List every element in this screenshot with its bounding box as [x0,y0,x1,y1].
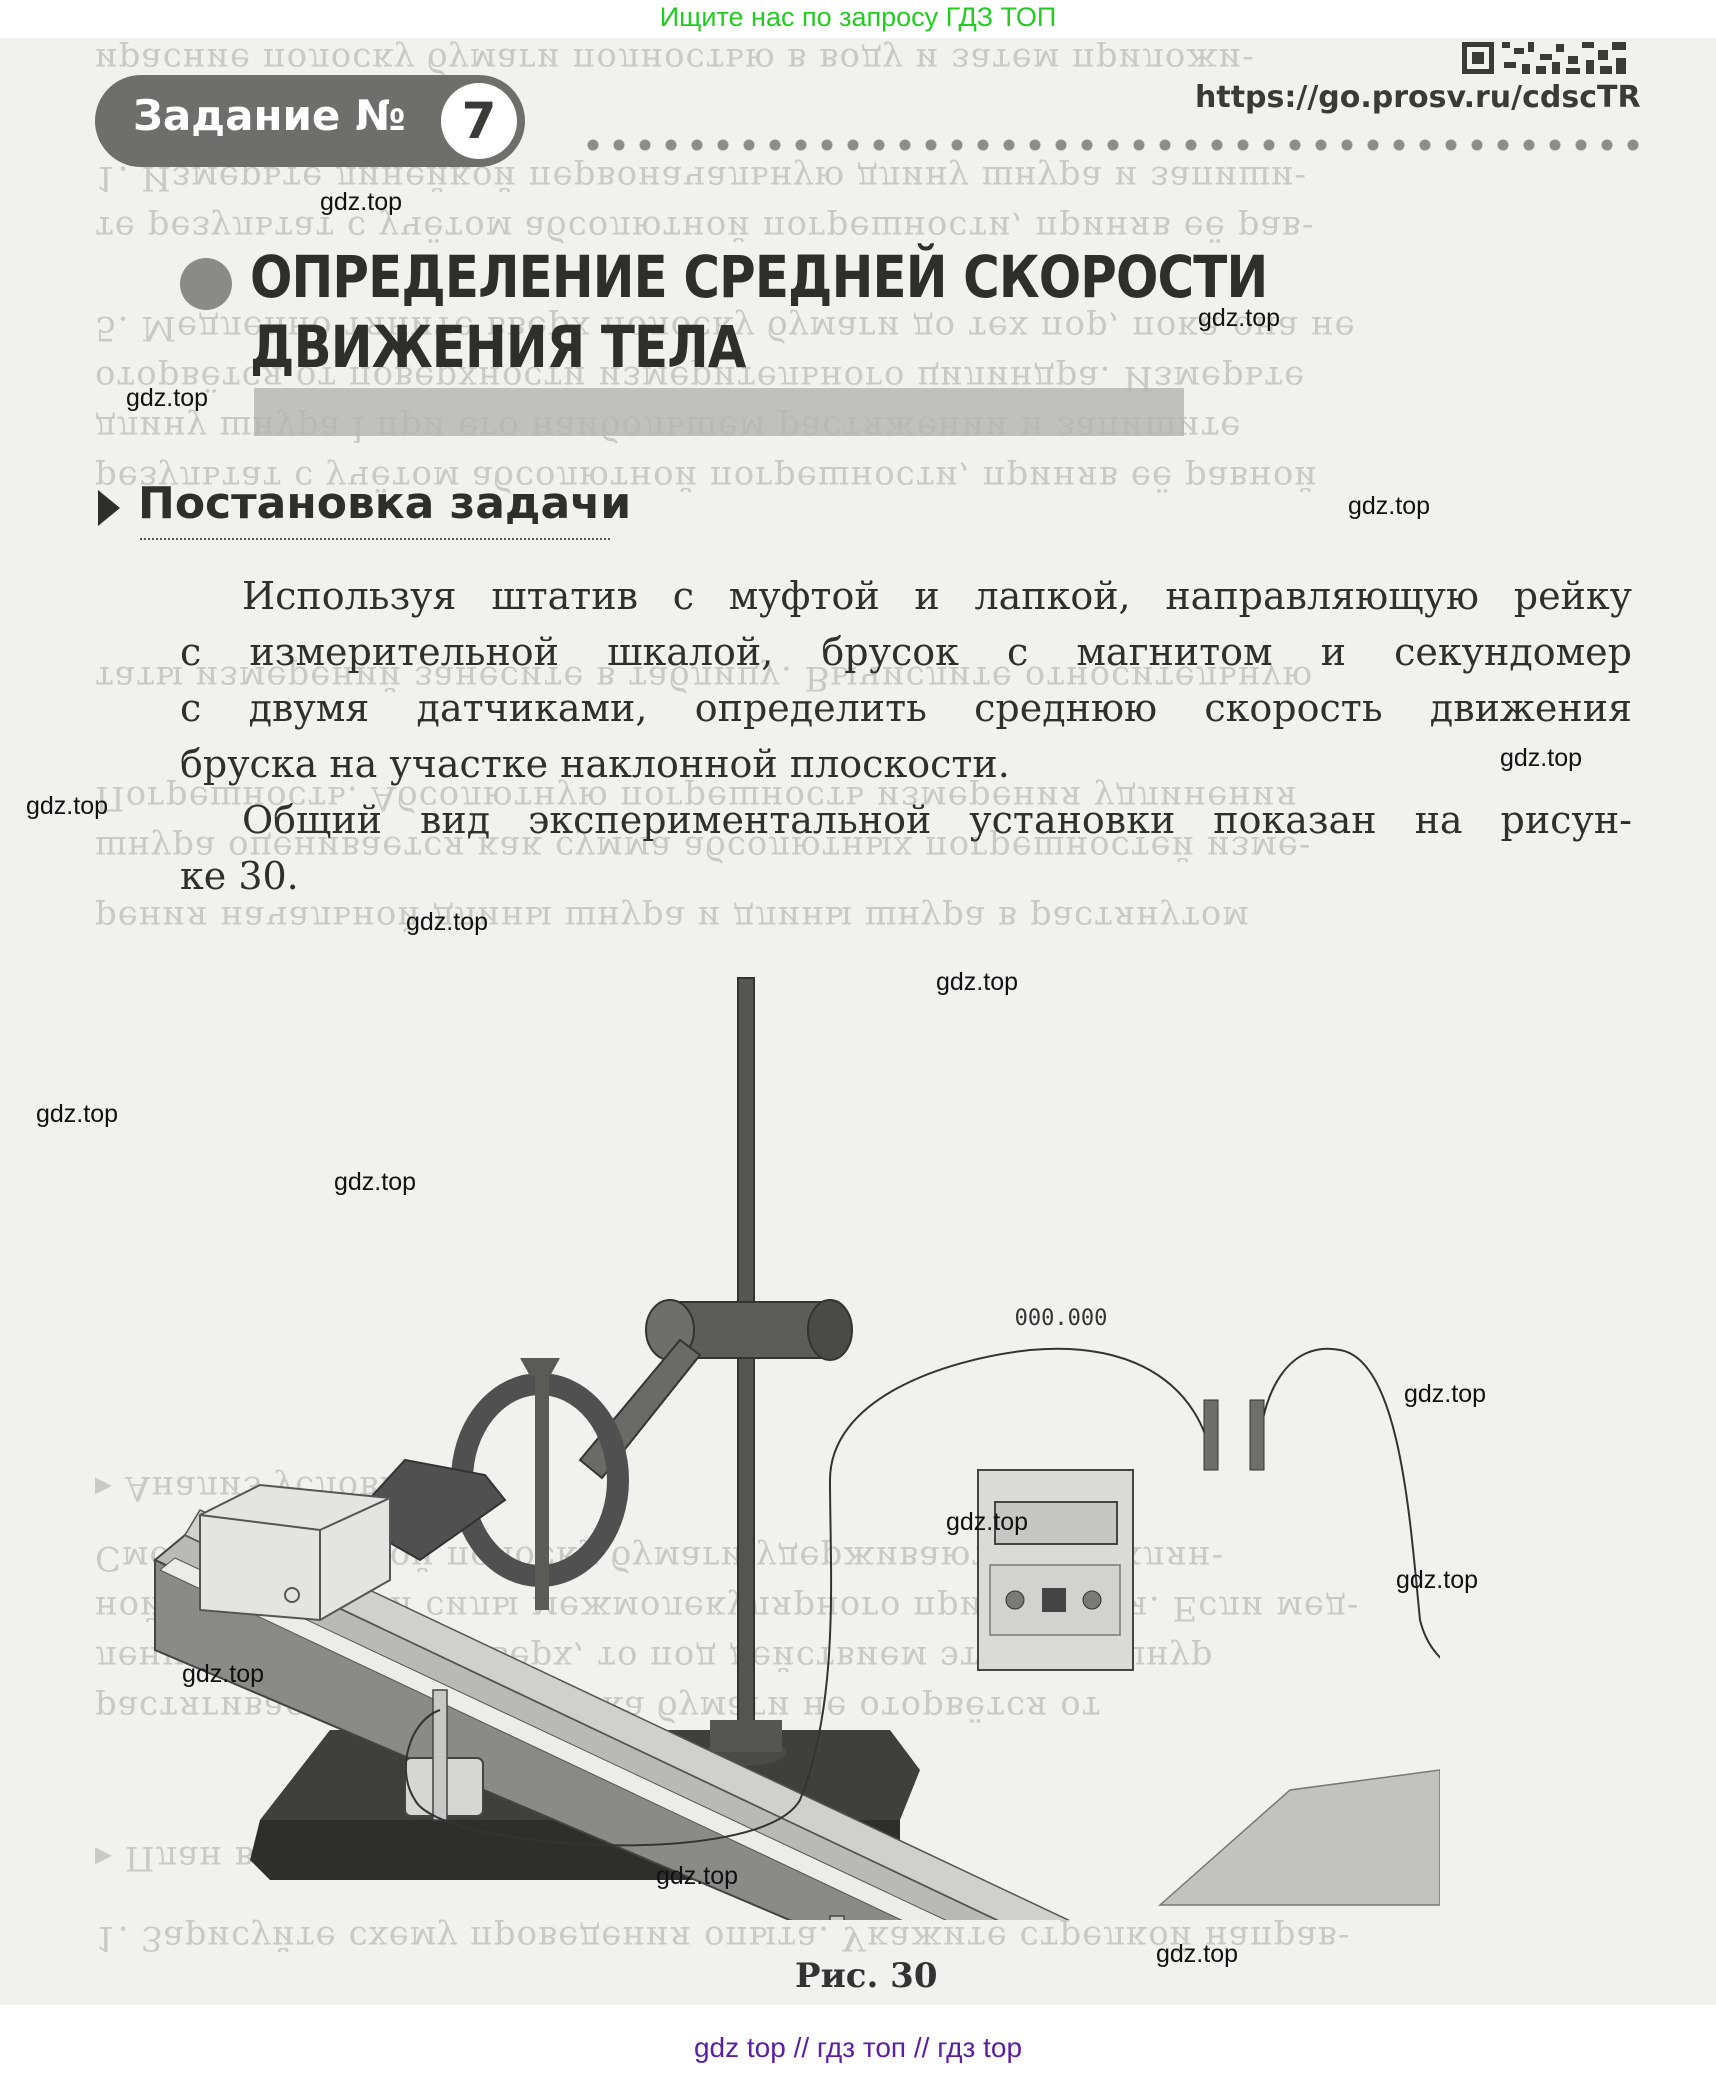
page-title-line-2: ДВИЖЕНИЯ ТЕЛА [250,313,746,381]
heading-shadow-bar [254,388,1184,436]
watermark: gdz.top [320,188,403,216]
watermark: gdz.top [1348,492,1431,520]
paragraph-line: Используя штатив с муфтой и лапкой, напр… [242,574,1632,618]
stand-rod [737,977,755,1759]
task-label: Задание № [133,91,406,140]
resource-link[interactable]: https://go.prosv.ru/cdscTR [1195,80,1641,115]
sensor-cable-1 [405,1347,1213,1847]
figure-caption: Рис. 30 [795,1956,938,1996]
paragraph-line: с двумя датчиками, определить среднюю ск… [180,686,1632,730]
guide-rail-top [153,1533,1000,1920]
paragraph-line: бруска на участке наклонной плоскости. [180,742,1010,786]
stopwatch-display [994,1501,1118,1545]
watermark: gdz.top [1396,1566,1479,1594]
section-underline [140,538,610,540]
task-number: 7 [441,83,517,159]
watermark: gdz.top [26,792,109,820]
top-promo-banner: Ищите нас по запросу ГДЗ ТОП [0,0,1716,38]
paper-sheet [1158,1769,1440,1906]
heading-bullet-icon [180,258,232,310]
watermark: gdz.top [36,1100,119,1128]
task-number-badge: Задание № 7 [95,75,525,167]
watermark: gdz.top [656,1862,739,1890]
experiment-setup-illustration [153,977,1440,1920]
watermark: gdz.top [334,1168,417,1196]
watermark: gdz.top [406,908,489,936]
watermark: gdz.top [946,1508,1029,1536]
scanned-page: ирасние полоску бумаги полностью в воду … [0,38,1716,2005]
watermark: gdz.top [1404,1380,1487,1408]
watermark: gdz.top [1500,744,1583,772]
watermark: gdz.top [1198,304,1281,332]
qr-code-icon[interactable] [1462,40,1632,76]
watermark: gdz.top [936,968,1019,996]
page-title: ОПРЕДЕЛЕНИЕ СРЕДНЕЙ СКОРОСТИ ДВИЖЕНИЯ ТЕ… [250,242,1268,382]
measuring-scale [159,1557,947,1920]
section-title: Постановка задачи [138,478,632,529]
bleed-through-text: 1. Зарисуйте схему проведения опыта. Ука… [95,1918,1351,1958]
paragraph-line: ке 30. [180,854,299,898]
bleed-through-text: ирасние полоску бумаги полностью в воду … [95,40,1255,80]
dotted-divider [580,138,1640,152]
stopwatch-readout: 000.000 [1014,1306,1108,1331]
watermark: gdz.top [126,384,209,412]
page-title-line-1: ОПРЕДЕЛЕНИЕ СРЕДНЕЙ СКОРОСТИ [250,243,1268,311]
triangle-right-icon [98,490,120,526]
watermark: gdz.top [182,1660,265,1688]
paragraph-line: с измерительной шкалой, брусок с магнито… [180,630,1632,674]
bottom-promo-banner: gdz top // гдз топ // гдз top [0,2005,1716,2073]
sensor-cable-2 [1257,1347,1440,1659]
paragraph-line: Общий вид экспериментальной установки по… [242,798,1632,842]
watermark: gdz.top [1156,1940,1239,1968]
